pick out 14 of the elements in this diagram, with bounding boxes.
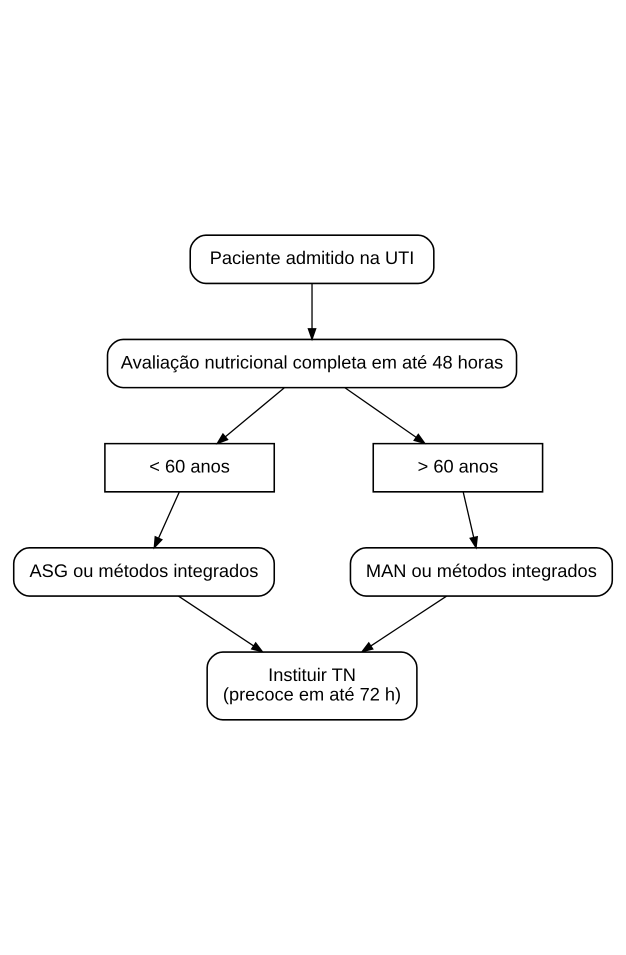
node-box: Paciente admitido na UTI	[189, 234, 435, 284]
node-box: > 60 anos	[372, 442, 544, 493]
arrow	[360, 596, 448, 653]
arrow	[307, 284, 317, 342]
node-box: ASG ou métodos integrados	[12, 547, 276, 597]
arrow	[153, 492, 180, 550]
arrow	[344, 387, 426, 444]
node-box: Instituir TN (precoce em até 72 h)	[206, 651, 418, 721]
node-box: MAN ou métodos integrados	[350, 547, 614, 597]
node-box: < 60 anos	[104, 442, 276, 493]
node-box: Avaliação nutricional completa em até 48 horas	[106, 338, 518, 388]
arrow	[178, 596, 264, 653]
arrow	[216, 387, 285, 445]
arrow	[462, 492, 478, 550]
